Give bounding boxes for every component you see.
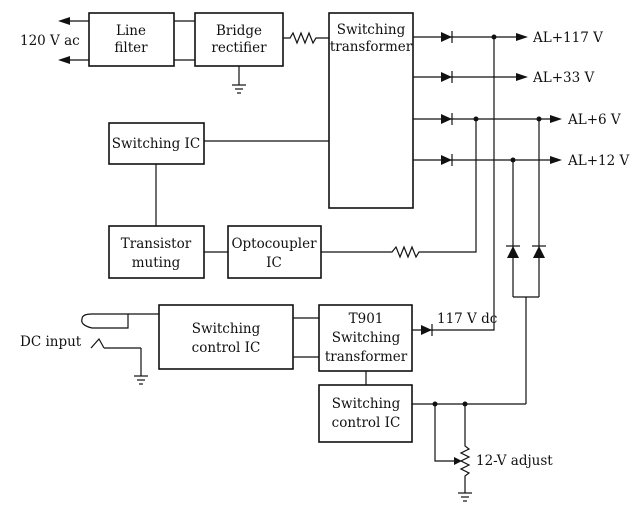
- arrow-12-icon: [550, 156, 562, 164]
- optocoupler-ic-label-1: Optocoupler: [231, 236, 317, 252]
- diode-t901-icon: [421, 325, 432, 335]
- output-rail-12: AL+12 V: [413, 153, 629, 169]
- arrow-117-icon: [516, 33, 528, 41]
- t901-label-2: Switching: [332, 330, 401, 346]
- rectifier-to-transformer-resistor: [283, 31, 329, 45]
- feedback-117-wiring: [440, 37, 495, 331]
- ac-input-label: 120 V ac: [20, 33, 80, 49]
- dc-117-label: 117 V dc: [437, 311, 497, 327]
- dual-diode-12v: [506, 119, 546, 404]
- bridge-rectifier-label-1: Bridge: [216, 23, 262, 39]
- adjust-label: 12-V adjust: [476, 453, 553, 469]
- output-rail-117: AL+117 V: [413, 30, 603, 46]
- adjust-wiring: 12-V adjust: [412, 401, 553, 502]
- switching-control-ic-left-label-1: Switching: [192, 321, 261, 337]
- switching-transformer-label-1: Switching: [337, 22, 406, 38]
- out-33-label: AL+33 V: [532, 70, 594, 86]
- diode-33-icon: [441, 72, 452, 82]
- dc-input-label: DC input: [20, 334, 82, 350]
- optocoupler-ic-label-2: IC: [266, 255, 282, 271]
- switching-control-ic-bottom-label-1: Switching: [332, 396, 401, 412]
- output-rail-6: AL+6 V: [413, 112, 621, 128]
- switching-control-ic-left-label-2: control IC: [192, 340, 261, 356]
- diode-12v-right-icon: [533, 246, 545, 258]
- wiper-arrow-icon: [454, 457, 462, 465]
- arrow-6-icon: [550, 115, 562, 123]
- switching-control-ic-bottom-label-2: control IC: [332, 415, 401, 431]
- t901-label: T901: [349, 311, 384, 327]
- t901-label-3: transformer: [325, 349, 408, 365]
- ac-input-arrow-top: [58, 17, 70, 25]
- t901-transformer-block: T901 Switching transformer: [318, 304, 413, 372]
- out-12-label: AL+12 V: [567, 153, 629, 169]
- switching-control-ic-left-block: Switching control IC: [158, 304, 294, 370]
- t901-output-117: 117 V dc: [412, 311, 497, 336]
- switching-ic-label: Switching IC: [112, 136, 200, 152]
- diode-6-icon: [441, 114, 452, 124]
- diode-12v-left-icon: [507, 246, 519, 258]
- switching-transformer-block: Switching transformer: [328, 12, 414, 209]
- line-filter-label-1: Line: [116, 23, 146, 39]
- diode-12-icon: [441, 155, 452, 165]
- transistor-muting-label-2: muting: [132, 255, 181, 271]
- line-filter-block: Line filter: [88, 12, 175, 67]
- out-6-label: AL+6 V: [567, 112, 621, 128]
- arrow-33-icon: [516, 73, 528, 81]
- ac-input-arrow-bottom: [58, 56, 70, 64]
- ac-input-wiring: 120 V ac: [20, 17, 195, 64]
- dc-input-jack: DC input: [20, 313, 159, 385]
- out-117-label: AL+117 V: [532, 30, 603, 46]
- bridge-ground: [232, 66, 246, 94]
- transistor-muting-block: Transistor muting: [108, 225, 205, 279]
- control-to-t901-wiring: [293, 317, 319, 358]
- transistor-muting-label-1: Transistor: [121, 236, 192, 252]
- diode-117-icon: [441, 32, 452, 42]
- control-wiring: [155, 119, 477, 259]
- output-rail-33: AL+33 V: [413, 70, 594, 86]
- bridge-rectifier-block: Bridge rectifier: [194, 12, 284, 67]
- line-filter-label-2: filter: [114, 40, 148, 56]
- switching-control-ic-bottom-block: Switching control IC: [318, 384, 413, 443]
- switching-transformer-label-2: transformer: [330, 39, 413, 55]
- switching-ic-block: Switching IC: [108, 122, 205, 165]
- optocoupler-ic-block: Optocoupler IC: [227, 225, 322, 279]
- bridge-rectifier-label-2: rectifier: [211, 40, 267, 56]
